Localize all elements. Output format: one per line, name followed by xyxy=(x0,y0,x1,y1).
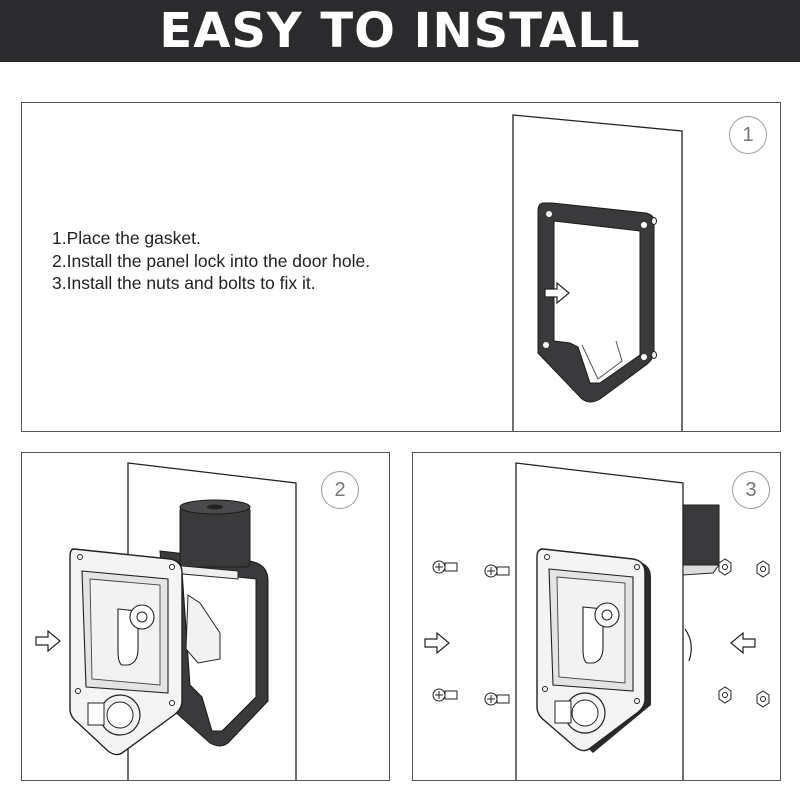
bolt-icon xyxy=(484,564,510,578)
bolt-icon xyxy=(432,560,458,574)
instruction-item: 2.Install the panel lock into the door h… xyxy=(52,250,371,271)
lock-cylinder-icon xyxy=(179,499,251,568)
arrow-left-icon xyxy=(730,631,756,655)
step-number-badge: 1 xyxy=(729,116,767,154)
header-banner: EASY TO INSTALL xyxy=(0,0,800,62)
step-3-panel: 3 xyxy=(412,452,781,781)
instruction-item: 3.Install the nuts and bolts to fix it. xyxy=(52,273,316,293)
gasket-icon xyxy=(537,202,655,403)
instruction-list: 1.Place the gasket. 2.Install the panel … xyxy=(52,227,392,295)
nut-icon xyxy=(718,686,732,704)
nut-icon xyxy=(756,560,770,578)
arrow-right-icon xyxy=(424,631,450,655)
page-title: EASY TO INSTALL xyxy=(159,3,641,59)
bolt-icon xyxy=(432,688,458,702)
instruction-item: 1.Place the gasket. xyxy=(52,228,201,248)
step-number-badge: 2 xyxy=(321,471,359,509)
nut-icon xyxy=(718,558,732,576)
arrow-right-icon xyxy=(544,281,570,305)
bolt-icon xyxy=(484,692,510,706)
step-number-badge: 3 xyxy=(732,471,770,509)
nut-icon xyxy=(756,690,770,708)
arrow-right-icon xyxy=(35,629,61,653)
step-1-panel: 1.Place the gasket. 2.Install the panel … xyxy=(21,102,781,432)
step-2-panel: 2 xyxy=(21,452,390,781)
panel-lock-icon xyxy=(536,548,646,752)
step-2-illustration xyxy=(35,462,297,780)
step-1-illustration xyxy=(512,114,683,431)
panel-lock-icon xyxy=(69,548,183,756)
step-3-illustration xyxy=(424,462,770,780)
